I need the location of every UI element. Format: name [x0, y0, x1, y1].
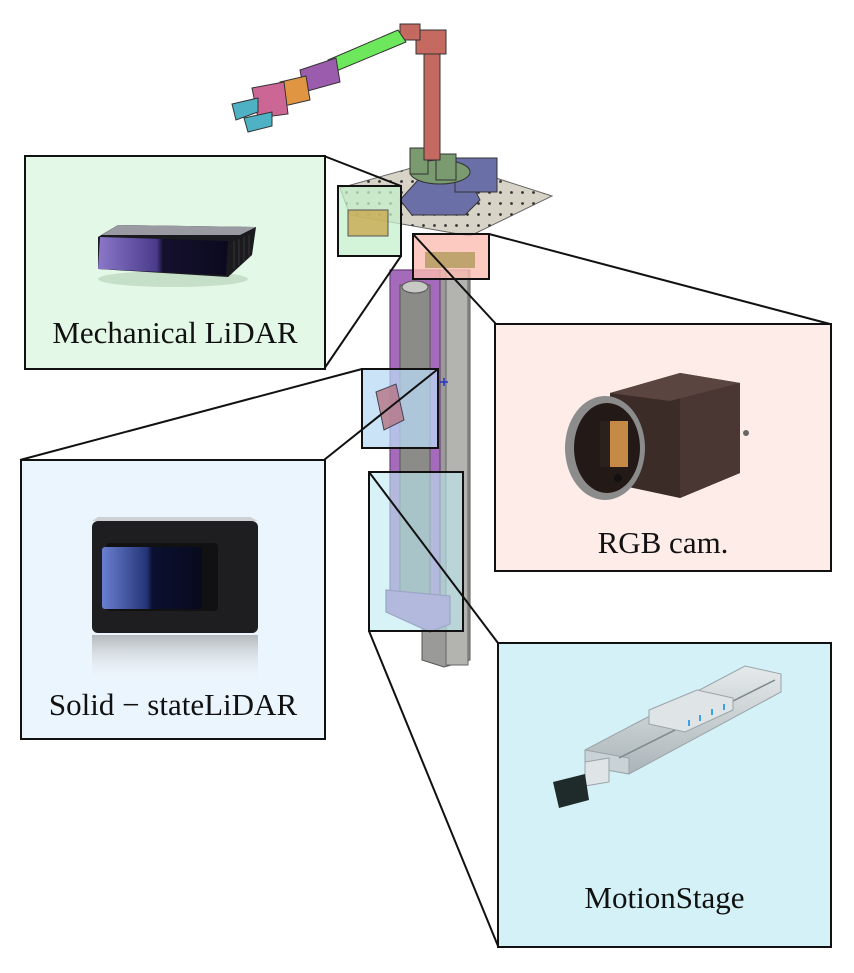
camera-icon [565, 373, 749, 500]
connector-line [323, 255, 402, 370]
callout-lines [19, 155, 831, 947]
connector-line [368, 471, 499, 644]
solid-state-lidar-label: Solid − stateLiDAR [48, 687, 298, 722]
arm-base [399, 147, 498, 216]
connector-line [323, 368, 439, 461]
rgb-cam-sensor-shape [425, 252, 475, 268]
connector-line [323, 155, 402, 187]
robot-arm [231, 23, 447, 161]
connector-line [19, 368, 363, 461]
cursor-crosshair [440, 378, 448, 386]
mechanical-lidar-panel: Mechanical LiDAR [24, 155, 326, 370]
motion-stage-panel: MotionStage [497, 642, 832, 948]
rgb-cam-panel: RGB cam. [494, 323, 832, 572]
solid-state-lidar-panel: Solid − stateLiDAR [20, 459, 326, 740]
motion-stage-label: MotionStage [584, 880, 745, 915]
solid-state-lidar-icon [92, 517, 258, 685]
rgb-cam-label: RGB cam. [597, 525, 729, 560]
linear-stage-icon [553, 665, 782, 808]
connector-line [488, 233, 831, 325]
connector-line [368, 630, 499, 947]
connector-line [412, 233, 497, 325]
mechanical-lidar-icon [98, 225, 256, 287]
mechanical-lidar-label: Mechanical LiDAR [52, 315, 298, 350]
mechanical-lidar-sensor-shape [347, 209, 389, 237]
motion-stage-highlight [368, 471, 464, 632]
